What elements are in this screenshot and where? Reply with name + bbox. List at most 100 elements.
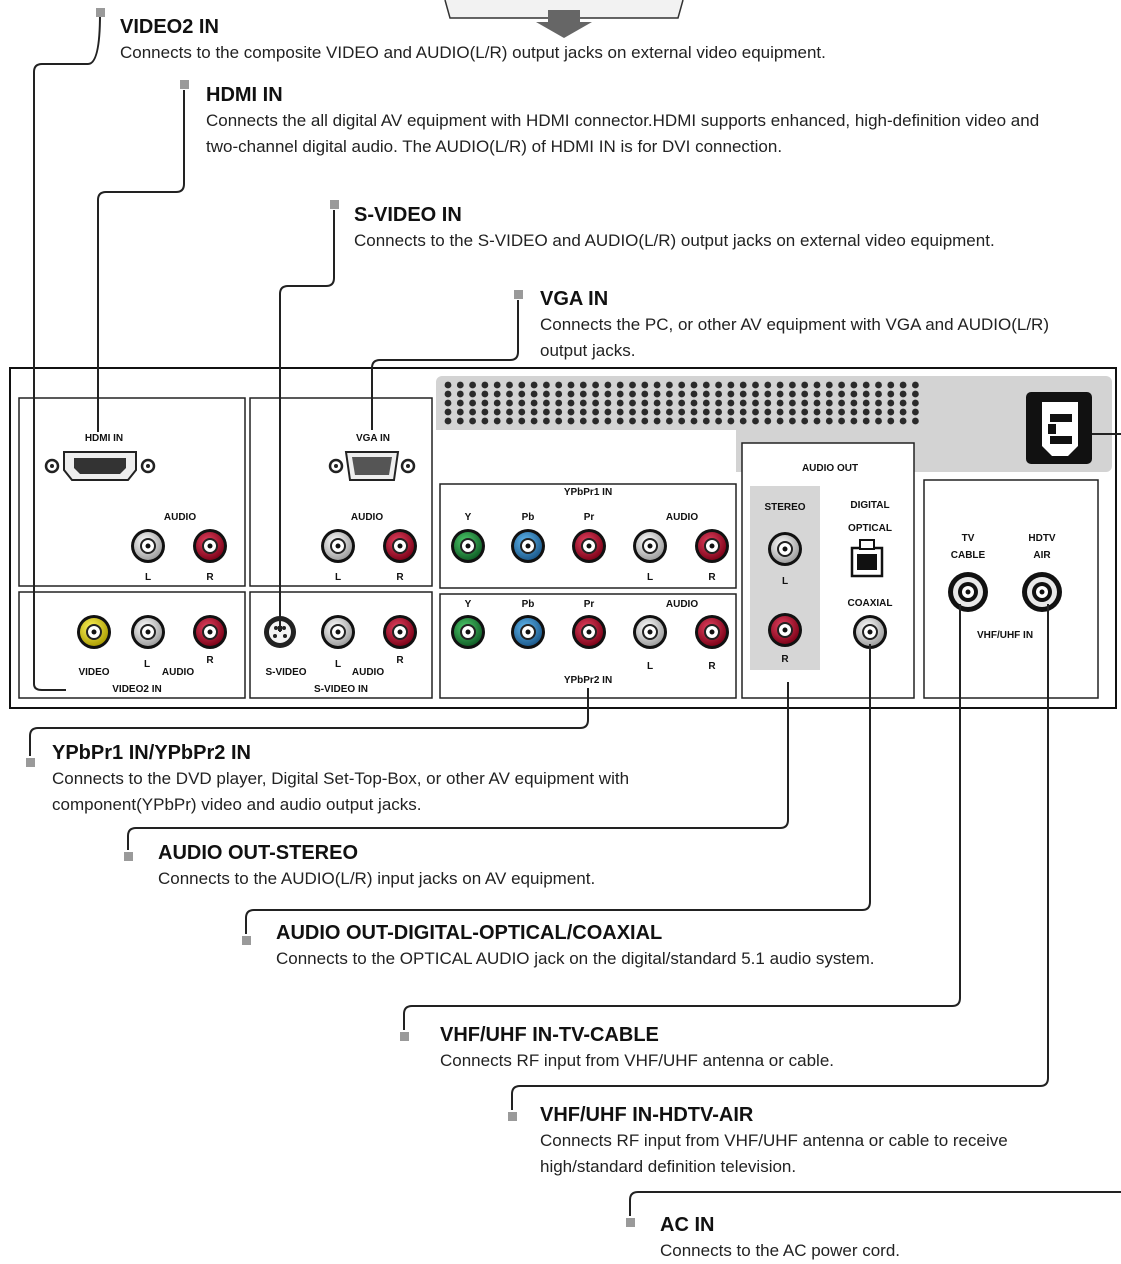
vent-hole — [801, 408, 809, 416]
vent-hole — [739, 417, 747, 425]
rca-jacks — [77, 529, 1062, 649]
vent-hole — [727, 399, 735, 407]
panel-label-stereo-l: L — [782, 576, 788, 587]
panel-label-tv: TV — [962, 533, 975, 544]
vent-hole — [764, 390, 772, 398]
vent-hole — [555, 417, 563, 425]
hdtv-air-rf-jack — [1022, 572, 1062, 612]
vent-hole — [789, 417, 796, 425]
vent-hole — [481, 408, 489, 416]
leader-vhf-tv-cable — [403, 604, 961, 1030]
vent-hole — [592, 381, 599, 389]
panel-label-ypbpr1-audio: AUDIO — [666, 512, 698, 523]
vent-hole — [678, 408, 686, 416]
vent-hole — [690, 390, 698, 398]
ypbpr2-pb-jack — [511, 615, 545, 649]
vent-hole — [481, 417, 489, 425]
panel-label-video2-r: R — [206, 655, 214, 666]
vent-hole — [702, 390, 710, 398]
tv-cable-rf-jack — [948, 572, 988, 612]
vent-hole — [456, 408, 464, 416]
vent-hole — [530, 417, 538, 425]
desc-title: YPbPr1 IN/YPbPr2 IN — [52, 742, 251, 764]
desc-text: Connects the PC, or other AV equipment w… — [540, 315, 1049, 360]
panel-label-ypbpr1-pr: Pr — [584, 512, 595, 523]
leader-vhf-hdtv-air — [511, 604, 1049, 1110]
vent-hole — [764, 399, 772, 407]
vent-hole — [493, 417, 501, 425]
vent-hole — [555, 399, 563, 407]
vent-hole — [543, 408, 550, 416]
vent-hole — [862, 381, 870, 389]
desc-vhf-hdtv-air: VHF/UHF IN-HDTV-AIR Connects RF input fr… — [540, 1104, 1080, 1180]
vent-hole — [690, 381, 698, 389]
vent-hole — [616, 408, 624, 416]
panel-label-svideo-r: R — [396, 655, 404, 666]
ypbpr2-pr-jack — [572, 615, 606, 649]
vent-hole — [702, 408, 710, 416]
vent-grille — [444, 381, 919, 425]
vent-hole — [825, 417, 833, 425]
vent-hole — [616, 417, 624, 425]
vent-hole — [862, 390, 870, 398]
panel-label-ypbpr2-r: R — [708, 661, 716, 672]
vent-hole — [702, 399, 710, 407]
vent-hole — [555, 390, 563, 398]
vent-hole — [506, 381, 513, 389]
panel-label-hdtv: HDTV — [1028, 533, 1056, 544]
vent-hole — [764, 408, 772, 416]
vent-hole — [629, 399, 636, 407]
vent-hole — [653, 417, 661, 425]
vent-hole — [469, 390, 476, 398]
vent-hole — [629, 381, 636, 389]
panel-label-vga-audio: AUDIO — [351, 512, 383, 523]
vent-hole — [801, 399, 809, 407]
vent-hole — [813, 417, 821, 425]
vent-hole — [506, 417, 513, 425]
vent-hole — [887, 381, 895, 389]
vent-hole — [616, 390, 624, 398]
vent-hole — [543, 399, 550, 407]
vent-hole — [469, 417, 476, 425]
panel-label-ypbpr1-l: L — [647, 572, 653, 583]
panel-label-stereo: STEREO — [764, 502, 805, 513]
vent-hole — [444, 390, 452, 398]
vent-hole — [518, 381, 526, 389]
vent-hole — [875, 390, 882, 398]
desc-vga-in: VGA IN Connects the PC, or other AV equi… — [540, 288, 1100, 364]
vent-hole — [838, 417, 845, 425]
vent-hole — [444, 408, 452, 416]
desc-audio-out-digital: AUDIO OUT-DIGITAL-OPTICAL/COAXIAL Connec… — [276, 922, 936, 972]
panel-label-hdmi-l: L — [145, 572, 151, 583]
vent-hole — [506, 390, 513, 398]
desc-svideo-in: S-VIDEO IN Connects to the S-VIDEO and A… — [354, 204, 1034, 254]
desc-text: Connects RF input from VHF/UHF antenna o… — [440, 1051, 834, 1070]
vent-hole — [912, 417, 919, 425]
desc-title: VGA IN — [540, 288, 609, 310]
vent-hole — [727, 417, 735, 425]
desc-title: AUDIO OUT-STEREO — [158, 842, 359, 864]
audio-out-stereo-r-jack — [768, 613, 802, 647]
panel-label-video: VIDEO — [78, 667, 109, 678]
leader-audio-out-stereo — [127, 682, 789, 850]
leader-svideo-in — [279, 210, 335, 632]
vent-hole — [789, 390, 796, 398]
panel-label-ypbpr2-in: YPbPr2 IN — [564, 675, 612, 686]
ac-socket — [1026, 392, 1092, 464]
vent-hole — [727, 381, 735, 389]
vent-hole — [641, 408, 649, 416]
desc-title: S-VIDEO IN — [354, 204, 462, 226]
vent-hole — [887, 399, 895, 407]
vent-hole — [764, 417, 772, 425]
vent-hole — [912, 399, 919, 407]
vent-hole — [727, 408, 735, 416]
vent-hole — [493, 399, 501, 407]
vent-hole — [727, 390, 735, 398]
desc-text: Connects to the OPTICAL AUDIO jack on th… — [276, 949, 875, 968]
vent-hole — [456, 417, 464, 425]
panel-label-hdmi-in: HDMI IN — [85, 433, 123, 444]
vent-hole — [518, 408, 526, 416]
vent-hole — [850, 381, 858, 389]
vent-hole — [899, 417, 907, 425]
vent-hole — [616, 381, 624, 389]
